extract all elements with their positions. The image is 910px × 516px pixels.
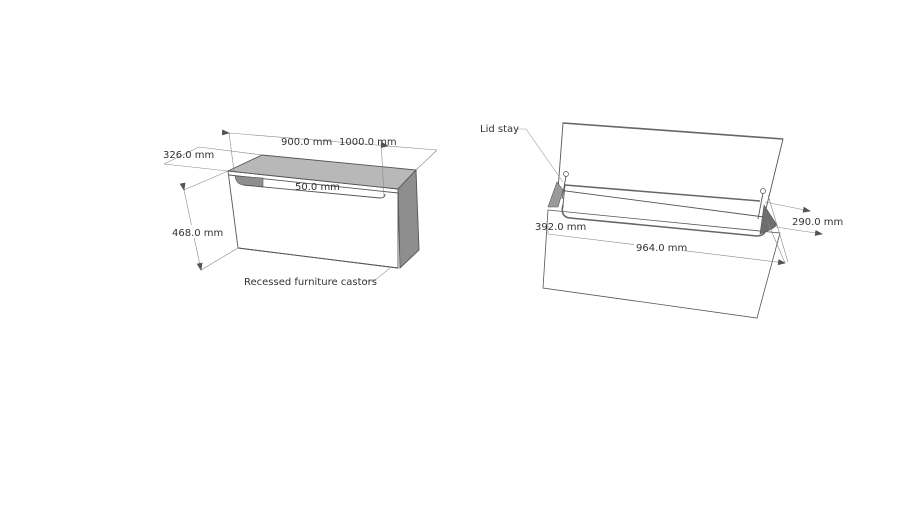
dimension-290: 290.0 mm <box>764 194 843 263</box>
dimension-1000: 1000.0 mm <box>339 137 397 148</box>
lid-stay-right <box>757 188 778 235</box>
dimension-468: 468.0 mm <box>172 228 223 239</box>
dimension-326: 326.0 mm <box>163 150 214 161</box>
dimension-392-label: 392.0 mm <box>535 222 586 233</box>
castors-label: Recessed furniture castors <box>244 277 377 288</box>
inner-tray <box>561 184 767 237</box>
castors-callout: Recessed furniture castors <box>244 267 391 288</box>
lid-stay-callout: Lid stay <box>480 124 564 183</box>
cabinet-body-outline <box>542 209 781 319</box>
dimension-392: 392.0 mm <box>535 222 586 234</box>
dimension-width: 900.0 mm 1000.0 mm <box>221 129 438 197</box>
recessed-handle <box>234 175 386 199</box>
open-cabinet-model[interactable]: Lid stay 392.0 mm 964.0 mm 290.0 mm <box>480 122 843 319</box>
dimension-height: 468.0 mm <box>170 170 239 271</box>
closed-cabinet-model[interactable]: 900.0 mm 1000.0 mm 326.0 mm 468.0 mm 50.… <box>163 129 438 288</box>
lid-stay-left <box>547 171 569 208</box>
dimension-290-label: 290.0 mm <box>792 217 843 228</box>
dimension-964: 964.0 mm <box>547 222 786 266</box>
cabinet-side-face <box>397 168 420 270</box>
dimension-depth: 326.0 mm <box>163 146 263 172</box>
lid-stay-label: Lid stay <box>480 124 519 135</box>
dimension-900: 900.0 mm <box>281 137 332 148</box>
dimension-50: 50.0 mm <box>295 182 340 193</box>
dimension-964-label: 964.0 mm <box>636 243 687 254</box>
